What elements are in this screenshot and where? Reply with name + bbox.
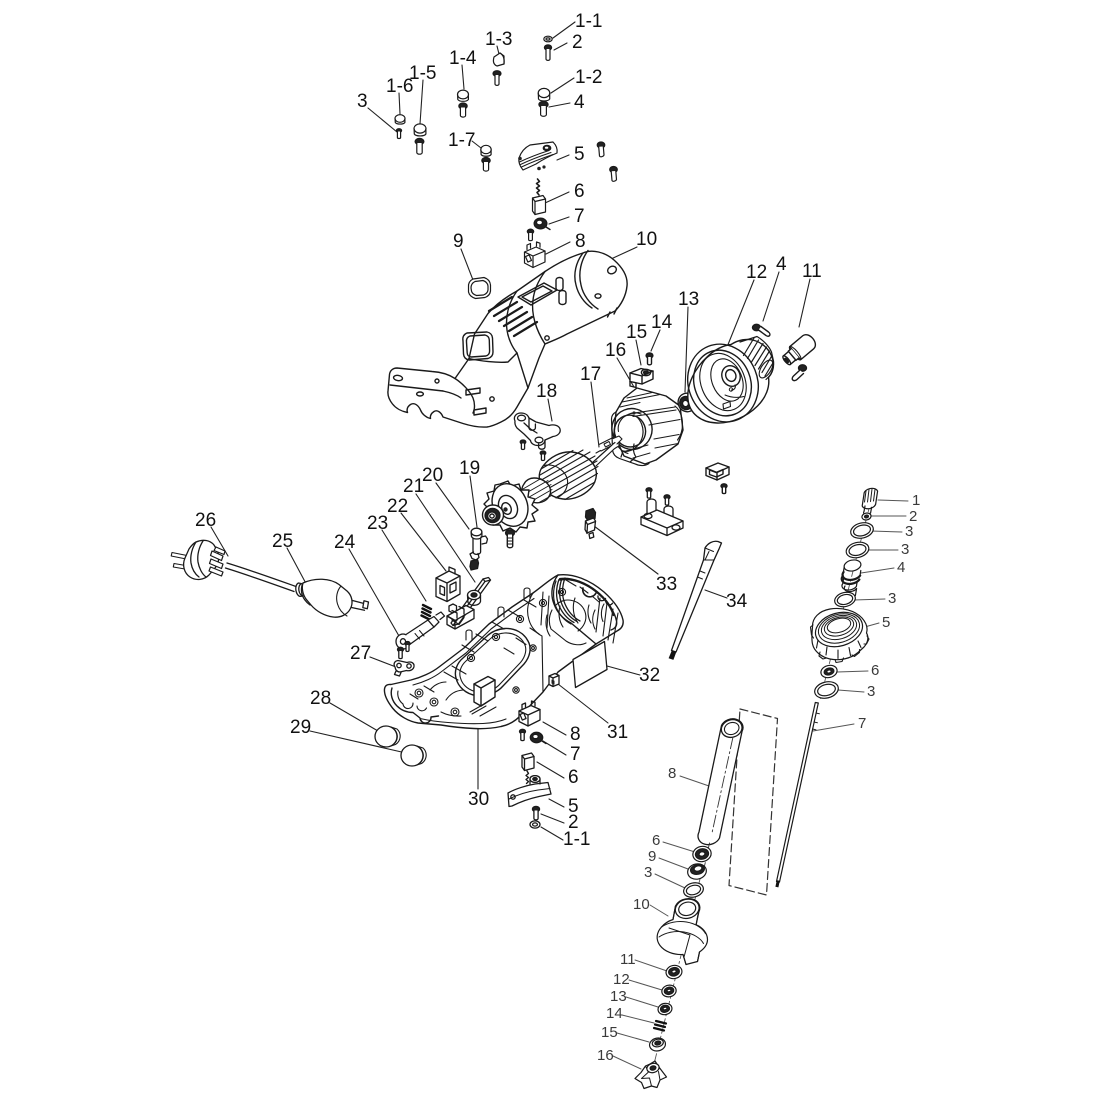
svg-text:21: 21	[403, 476, 424, 497]
svg-text:16: 16	[597, 1047, 614, 1064]
svg-text:1-6: 1-6	[386, 76, 413, 97]
svg-text:3: 3	[644, 864, 652, 881]
svg-text:5: 5	[568, 796, 579, 817]
svg-text:16: 16	[605, 340, 626, 361]
svg-text:13: 13	[610, 988, 627, 1005]
svg-text:13: 13	[678, 289, 699, 310]
svg-text:8: 8	[570, 724, 581, 745]
svg-text:4: 4	[574, 92, 585, 113]
svg-text:6: 6	[568, 767, 579, 788]
svg-text:4: 4	[897, 559, 905, 576]
svg-text:8: 8	[668, 765, 676, 782]
svg-text:14: 14	[651, 312, 673, 333]
svg-text:30: 30	[468, 789, 489, 810]
svg-text:3: 3	[888, 590, 896, 607]
svg-text:19: 19	[459, 458, 480, 479]
svg-text:6: 6	[574, 181, 585, 202]
svg-text:28: 28	[310, 688, 331, 709]
svg-text:11: 11	[802, 261, 822, 282]
svg-text:27: 27	[350, 643, 371, 664]
svg-text:1-4: 1-4	[449, 48, 477, 69]
svg-text:10: 10	[633, 896, 650, 913]
svg-text:22: 22	[387, 496, 408, 517]
svg-text:15: 15	[601, 1024, 618, 1041]
svg-text:6: 6	[652, 832, 660, 849]
svg-text:2: 2	[568, 812, 579, 833]
svg-text:7: 7	[570, 744, 581, 765]
svg-text:12: 12	[613, 971, 630, 988]
svg-text:8: 8	[575, 231, 586, 252]
svg-text:1-1: 1-1	[563, 829, 590, 850]
svg-text:2: 2	[572, 32, 583, 53]
svg-text:34: 34	[726, 591, 748, 612]
svg-text:29: 29	[290, 717, 311, 738]
svg-text:23: 23	[367, 513, 388, 534]
svg-text:32: 32	[639, 665, 660, 686]
svg-text:1-3: 1-3	[485, 29, 512, 50]
svg-text:11: 11	[620, 951, 636, 968]
svg-text:18: 18	[536, 381, 557, 402]
svg-text:9: 9	[648, 848, 656, 865]
svg-text:26: 26	[195, 510, 216, 531]
svg-text:5: 5	[574, 144, 585, 165]
svg-text:10: 10	[636, 229, 657, 250]
svg-text:1: 1	[912, 492, 920, 509]
svg-text:31: 31	[607, 722, 628, 743]
svg-text:3: 3	[905, 523, 913, 540]
svg-text:9: 9	[453, 231, 464, 252]
svg-text:1-7: 1-7	[448, 130, 475, 151]
svg-text:14: 14	[606, 1005, 623, 1022]
svg-text:17: 17	[580, 364, 601, 385]
svg-text:20: 20	[422, 465, 443, 486]
svg-text:3: 3	[901, 541, 909, 558]
svg-text:2: 2	[909, 508, 917, 525]
svg-text:24: 24	[334, 532, 356, 553]
svg-text:4: 4	[776, 254, 787, 275]
svg-text:15: 15	[626, 322, 647, 343]
svg-text:1-1: 1-1	[575, 11, 602, 32]
svg-text:33: 33	[656, 574, 677, 595]
svg-text:6: 6	[871, 662, 879, 679]
svg-text:12: 12	[746, 262, 767, 283]
svg-text:1-2: 1-2	[575, 67, 602, 88]
svg-text:1-5: 1-5	[409, 63, 436, 84]
svg-text:25: 25	[272, 531, 293, 552]
svg-text:3: 3	[867, 683, 875, 700]
svg-text:5: 5	[882, 614, 890, 631]
svg-text:7: 7	[858, 715, 866, 732]
svg-text:3: 3	[357, 91, 368, 112]
svg-text:7: 7	[574, 206, 585, 227]
